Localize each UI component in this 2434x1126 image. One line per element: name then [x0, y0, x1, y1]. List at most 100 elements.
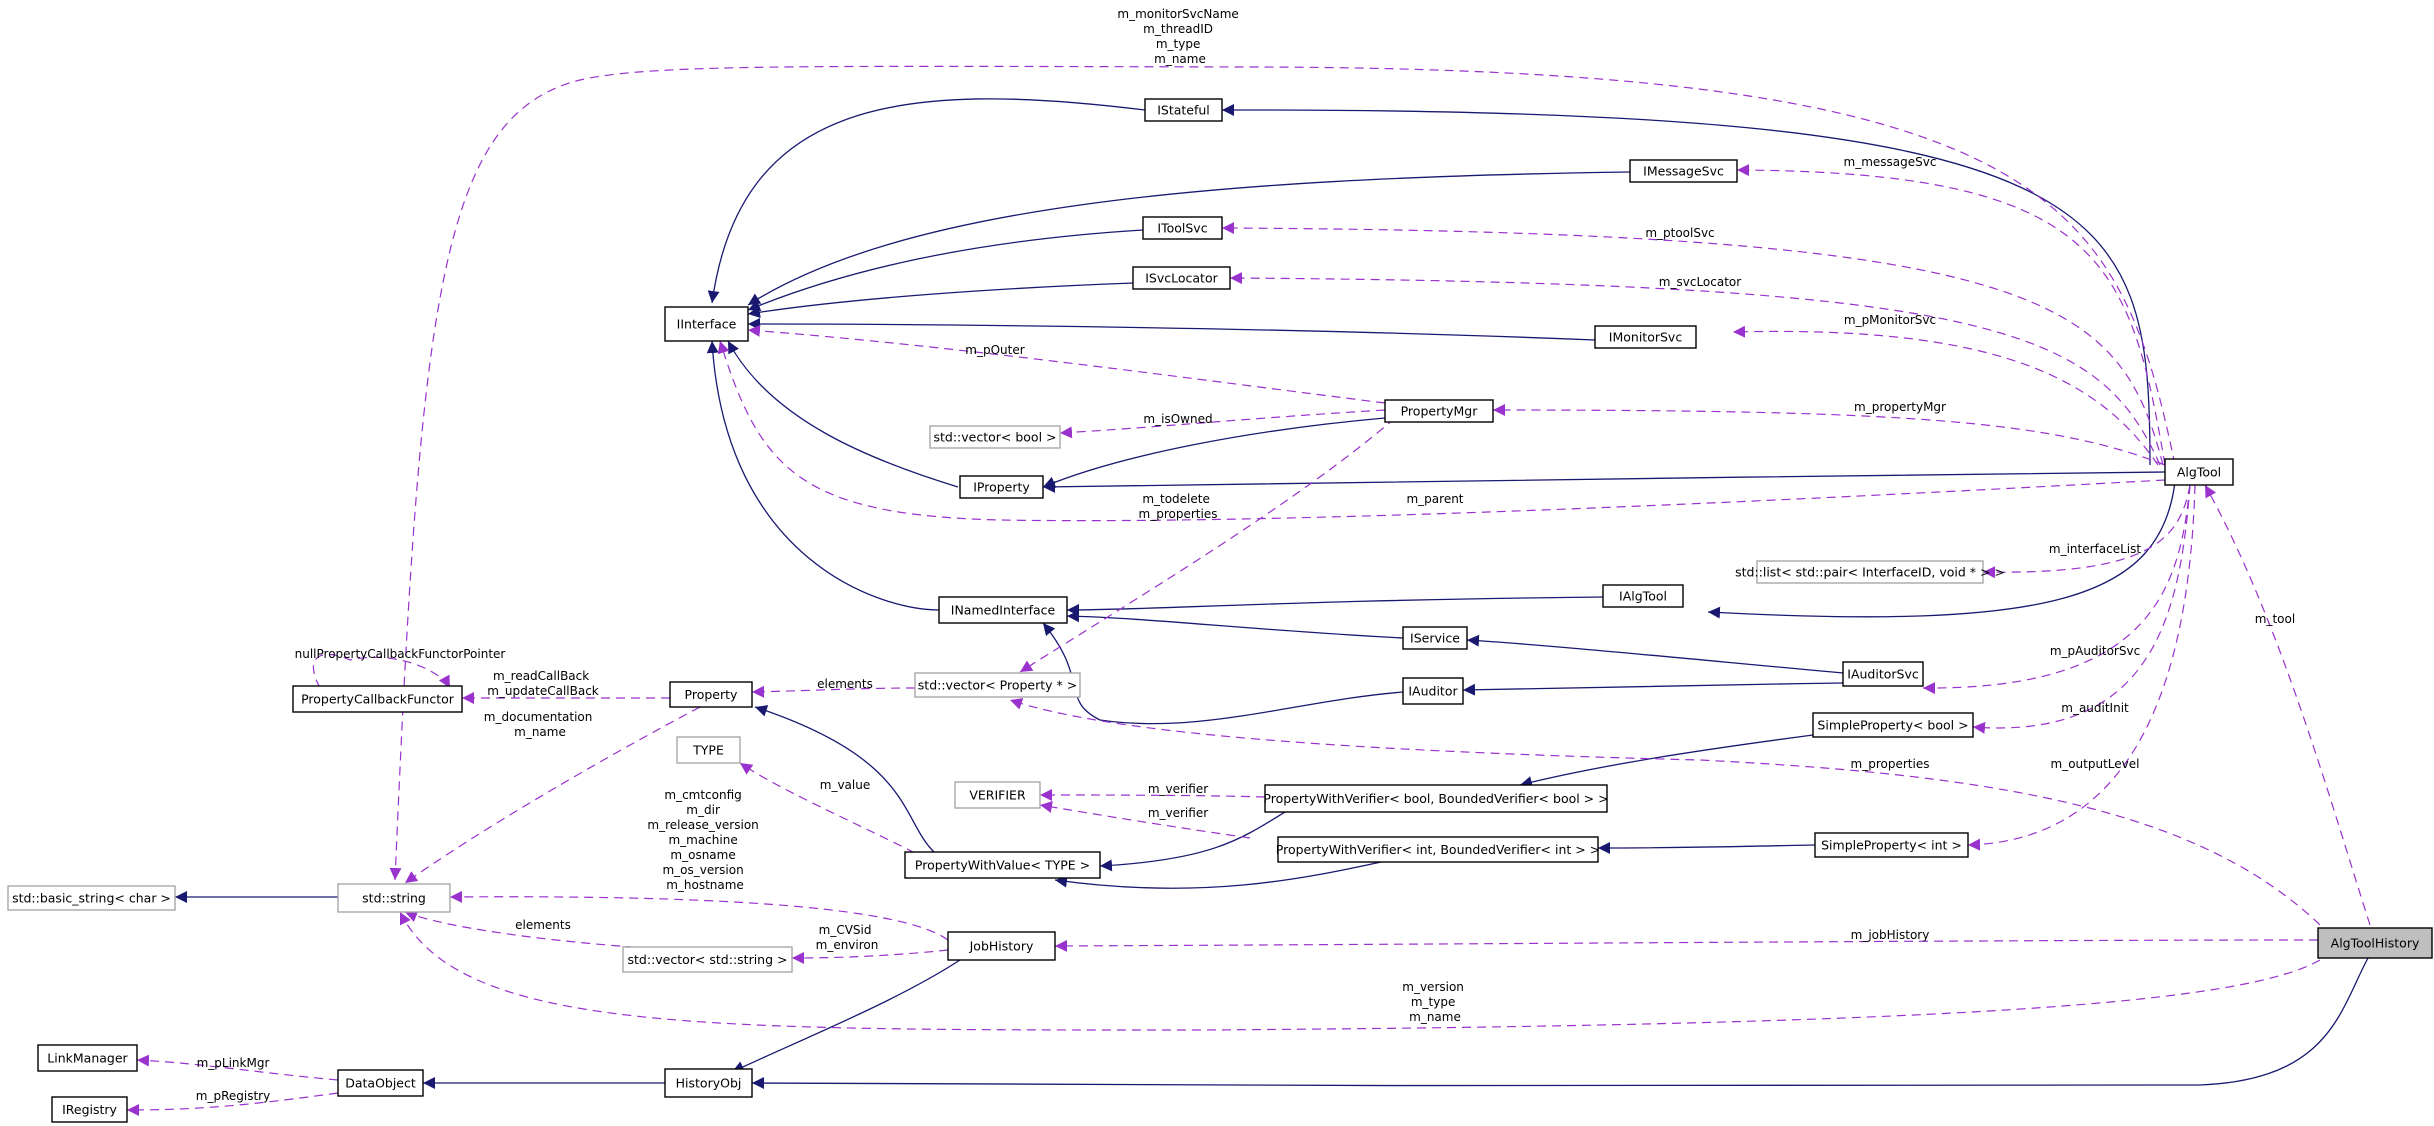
edge-jobhistory-string [449, 890, 949, 941]
label-jobhistory: m_jobHistory [1851, 928, 1930, 942]
node-vector-bool[interactable]: std::vector< bool > [929, 425, 1061, 449]
node-imonitorsvc[interactable]: IMonitorSvc [1594, 325, 1697, 349]
node-string[interactable]: std::string [337, 883, 451, 913]
edge-dataobject-linkmanager [136, 1054, 339, 1081]
edge-iauditorsvc-iauditor [1462, 682, 1844, 696]
edge-propertymgr-iproperty [1042, 417, 1386, 488]
node-pwv-int[interactable]: PropertyWithVerifier< int, BoundedVerifi… [1276, 836, 1600, 863]
node-verifier[interactable]: VERIFIER [954, 781, 1041, 809]
svg-text:INamedInterface: INamedInterface [951, 603, 1056, 618]
node-propertywithvalue[interactable]: PropertyWithValue< TYPE > [904, 851, 1101, 879]
node-itoolsvc[interactable]: IToolSvc [1142, 216, 1223, 240]
node-basic-string[interactable]: std::basic_string< char > [7, 885, 176, 911]
node-algtoolhistory[interactable]: AlgToolHistory [2317, 927, 2433, 959]
node-simpleproperty-bool[interactable]: SimpleProperty< bool > [1812, 712, 1974, 738]
nodes: IStateful IMessageSvc IToolSvc ISvcLocat… [7, 98, 2433, 1123]
node-iauditorsvc[interactable]: IAuditorSvc [1842, 661, 1924, 687]
svg-text:IRegistry: IRegistry [62, 1102, 117, 1117]
edge-propertymgr-vectorbool [1059, 409, 1386, 439]
edge-algtool-iauditorsvc [1922, 484, 2191, 695]
edge-vectorproperty-property [751, 685, 916, 698]
edge-inamedinterface-iinterface [706, 340, 940, 611]
node-linkmanager[interactable]: LinkManager [37, 1044, 138, 1072]
edge-imessagesvc-iinterface [747, 171, 1631, 306]
node-iauditor[interactable]: IAuditor [1402, 677, 1464, 705]
edge-propertymgr-vectorproperty [1019, 417, 1396, 673]
edge-pwvbool-pwv [1099, 811, 1286, 872]
edge-jobhistory-vectorstring [791, 949, 949, 964]
edge-algtoolhistory-vectorproperty [1009, 698, 2321, 926]
node-historyobj[interactable]: HistoryObj [664, 1068, 753, 1098]
svg-text:IAuditorSvc: IAuditorSvc [1847, 667, 1919, 682]
edge-algtool-isvclocator [1229, 272, 2161, 466]
svg-text:PropertyWithVerifier< bool, Bo: PropertyWithVerifier< bool, BoundedVerif… [1263, 791, 1608, 806]
svg-text:VERIFIER: VERIFIER [969, 788, 1026, 803]
node-algtool[interactable]: AlgTool [2164, 458, 2234, 486]
edge-algtool-string-monitor [389, 65, 2176, 881]
svg-text:JobHistory: JobHistory [969, 939, 1034, 954]
edge-iservice-inamedinterface [1066, 610, 1404, 639]
edge-property-string [404, 706, 701, 884]
node-iservice[interactable]: IService [1402, 626, 1468, 650]
svg-text:SimpleProperty< bool >: SimpleProperty< bool > [1817, 718, 1968, 733]
node-property[interactable]: Property [669, 681, 753, 708]
edge-iproperty-iinterface [727, 340, 959, 488]
edge-labels: m_monitorSvcName m_threadID m_type m_nam… [196, 7, 2295, 1103]
label-pmonitorsvc: m_pMonitorSvc [1844, 313, 1936, 327]
label-todelete-block: m_todelete m_properties [1139, 492, 1218, 521]
svg-text:AlgToolHistory: AlgToolHistory [2331, 936, 2420, 951]
svg-text:IMessageSvc: IMessageSvc [1643, 164, 1724, 179]
label-pauditorsvc: m_pAuditorSvc [2050, 644, 2140, 658]
node-vector-property[interactable]: std::vector< Property * > [914, 672, 1081, 698]
label-propertymgr: m_propertyMgr [1854, 400, 1946, 414]
node-dataobject[interactable]: DataObject [337, 1069, 424, 1097]
edge-itoolsvc-iinterface [747, 229, 1144, 311]
edge-algtool-ialgtool [1707, 481, 2176, 619]
node-istateful[interactable]: IStateful [1144, 98, 1223, 122]
node-isvclocator[interactable]: ISvcLocator [1132, 266, 1231, 290]
edge-algtoolhistory-jobhistory [1054, 939, 2319, 952]
node-list-pair[interactable]: std::list< std::pair< InterfaceID, void … [1735, 560, 2005, 584]
svg-text:DataObject: DataObject [345, 1076, 416, 1091]
svg-text:IAuditor: IAuditor [1408, 684, 1458, 699]
edge-imonitorsvc-iinterface [747, 318, 1596, 341]
edge-istateful-iinterface [707, 98, 1146, 304]
node-jobhistory[interactable]: JobHistory [947, 931, 1056, 961]
edge-algtoolhistory-historyobj [751, 957, 2369, 1090]
node-type[interactable]: TYPE [676, 736, 741, 764]
edge-isvclocator-iinterface [747, 282, 1134, 319]
edge-pwv-type [739, 762, 916, 854]
label-monitor-block: m_monitorSvcName m_threadID m_type m_nam… [1117, 7, 1242, 66]
edge-iauditorsvc-iservice [1466, 634, 1844, 674]
node-propertymgr[interactable]: PropertyMgr [1384, 399, 1494, 423]
edge-iauditor-inamedinterface [1042, 622, 1404, 725]
edge-algtool-simplepropint [1967, 484, 2196, 851]
svg-text:std::basic_string< char >: std::basic_string< char > [12, 891, 171, 906]
svg-text:ISvcLocator: ISvcLocator [1145, 271, 1218, 286]
node-simpleproperty-int[interactable]: SimpleProperty< int > [1814, 832, 1969, 858]
edge-algtool-istateful [1221, 103, 2151, 466]
node-iinterface[interactable]: IInterface [664, 306, 749, 342]
svg-text:Property: Property [685, 687, 738, 702]
label-version-block: m_version m_type m_name [1402, 980, 1467, 1024]
svg-text:std::list< std::pair< Interfac: std::list< std::pair< InterfaceID, void … [1735, 565, 2005, 580]
node-ialgtool[interactable]: IAlgTool [1602, 584, 1684, 608]
edge-pwvint-verifier [1039, 801, 1251, 839]
node-pwv-bool[interactable]: PropertyWithVerifier< bool, BoundedVerif… [1263, 784, 1609, 813]
svg-text:std::string: std::string [362, 891, 426, 906]
svg-text:std::vector< Property * >: std::vector< Property * > [918, 678, 1077, 693]
svg-text:PropertyWithValue< TYPE >: PropertyWithValue< TYPE > [915, 858, 1090, 873]
svg-text:TYPE: TYPE [692, 743, 724, 758]
edge-vectorstring-string [404, 910, 681, 951]
node-imessagesvc[interactable]: IMessageSvc [1629, 159, 1738, 183]
node-iproperty[interactable]: IProperty [959, 475, 1044, 499]
svg-text:IMonitorSvc: IMonitorSvc [1609, 330, 1683, 345]
node-propertycallbackfunctor[interactable]: PropertyCallbackFunctor [292, 685, 463, 713]
label-pregistry: m_pRegistry [196, 1089, 270, 1103]
node-inamedinterface[interactable]: INamedInterface [938, 596, 1068, 624]
edge-dataobject-iregistry [126, 1092, 339, 1116]
label-documentation-block: m_documentation m_name [484, 710, 596, 739]
node-vector-string[interactable]: std::vector< std::string > [622, 946, 793, 973]
node-iregistry[interactable]: IRegistry [51, 1096, 128, 1123]
